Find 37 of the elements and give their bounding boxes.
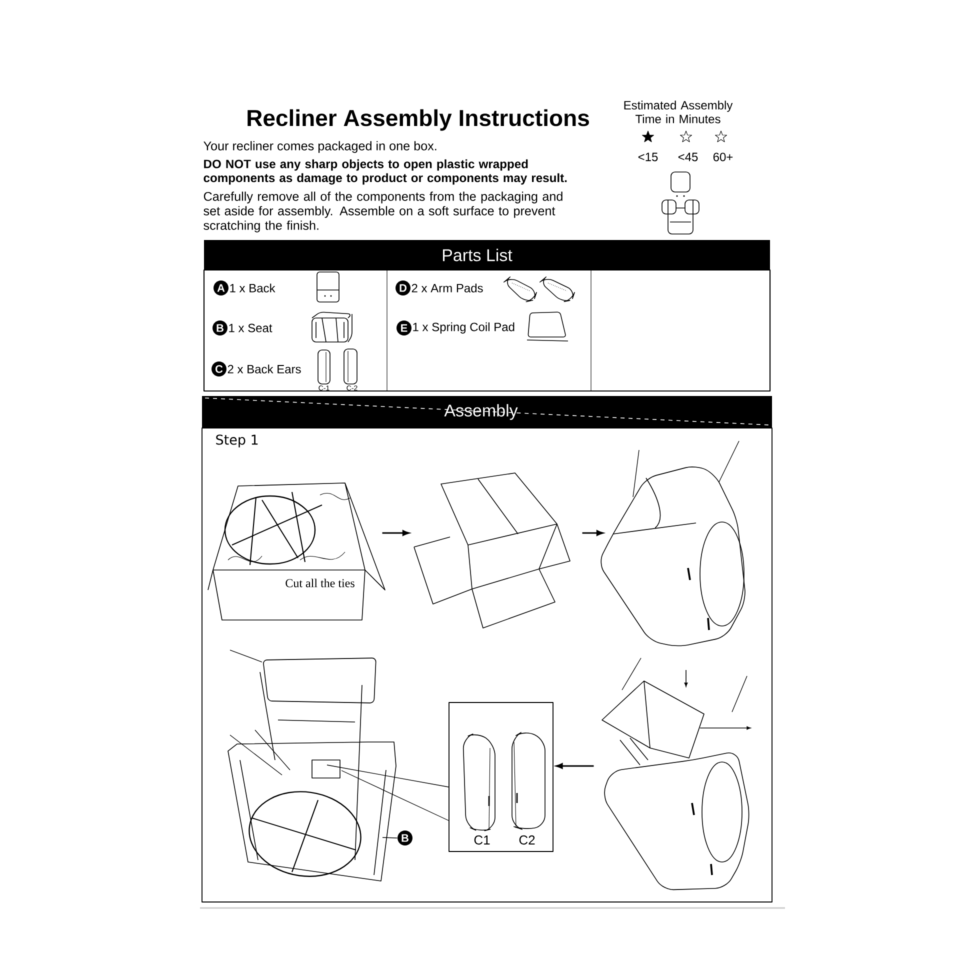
recliner-drawing: [602, 658, 751, 890]
callout-letter: E: [396, 320, 412, 336]
time-value: 60+: [713, 152, 733, 162]
callout-letter: C: [212, 362, 226, 376]
part-name: 2 x Back Ears: [228, 364, 301, 374]
part-code: C2: [519, 835, 535, 845]
box-drawing: [414, 472, 570, 628]
time-value: <45: [678, 152, 698, 162]
arrow: [582, 530, 604, 536]
callout-letter: A: [214, 280, 228, 296]
leader-line: [326, 764, 449, 788]
part-code: C1: [474, 835, 490, 845]
node-label: Cut all the ties: [286, 578, 354, 588]
intro-text: Your recliner comes packaged in one box.: [204, 141, 436, 153]
leader-line: [382, 837, 398, 838]
step-heading: Step 1: [216, 434, 258, 448]
warning-text: DO NOT use any sharp objects to open plastic wrapped components as damage to product or components may result.: [204, 159, 567, 185]
part-name: 1 x Spring Coil Pad: [413, 322, 514, 334]
part-name: 1 x Seat: [229, 324, 272, 332]
time-value: <15: [638, 152, 658, 162]
recliner-drawing: [600, 440, 746, 646]
callout-letter: D: [396, 280, 410, 296]
part-name: 2 x Arm Pads: [412, 284, 483, 292]
callout-letter: B: [212, 320, 228, 336]
section-heading: Assembly: [444, 404, 518, 420]
leader-line: [341, 770, 449, 821]
arrow: [382, 530, 410, 536]
part-name: 1 x Back: [230, 284, 276, 292]
callout-letter: B: [398, 830, 412, 846]
arrow: [556, 763, 594, 769]
assembly-drawing: [228, 650, 396, 882]
heading-text: Estimated Assembly Time in Minutes: [624, 100, 733, 124]
open-box-drawing: Cut all the ties: [208, 482, 386, 620]
section-heading: Parts List: [442, 248, 512, 262]
title: Recliner Assembly Instructions: [248, 109, 589, 131]
instruction-text: Carefully remove all of the components from the packaging and set aside for assembly. Assemble on a soft surface to prevent scratching the finish.: [204, 192, 562, 232]
inset-box: [448, 702, 554, 852]
